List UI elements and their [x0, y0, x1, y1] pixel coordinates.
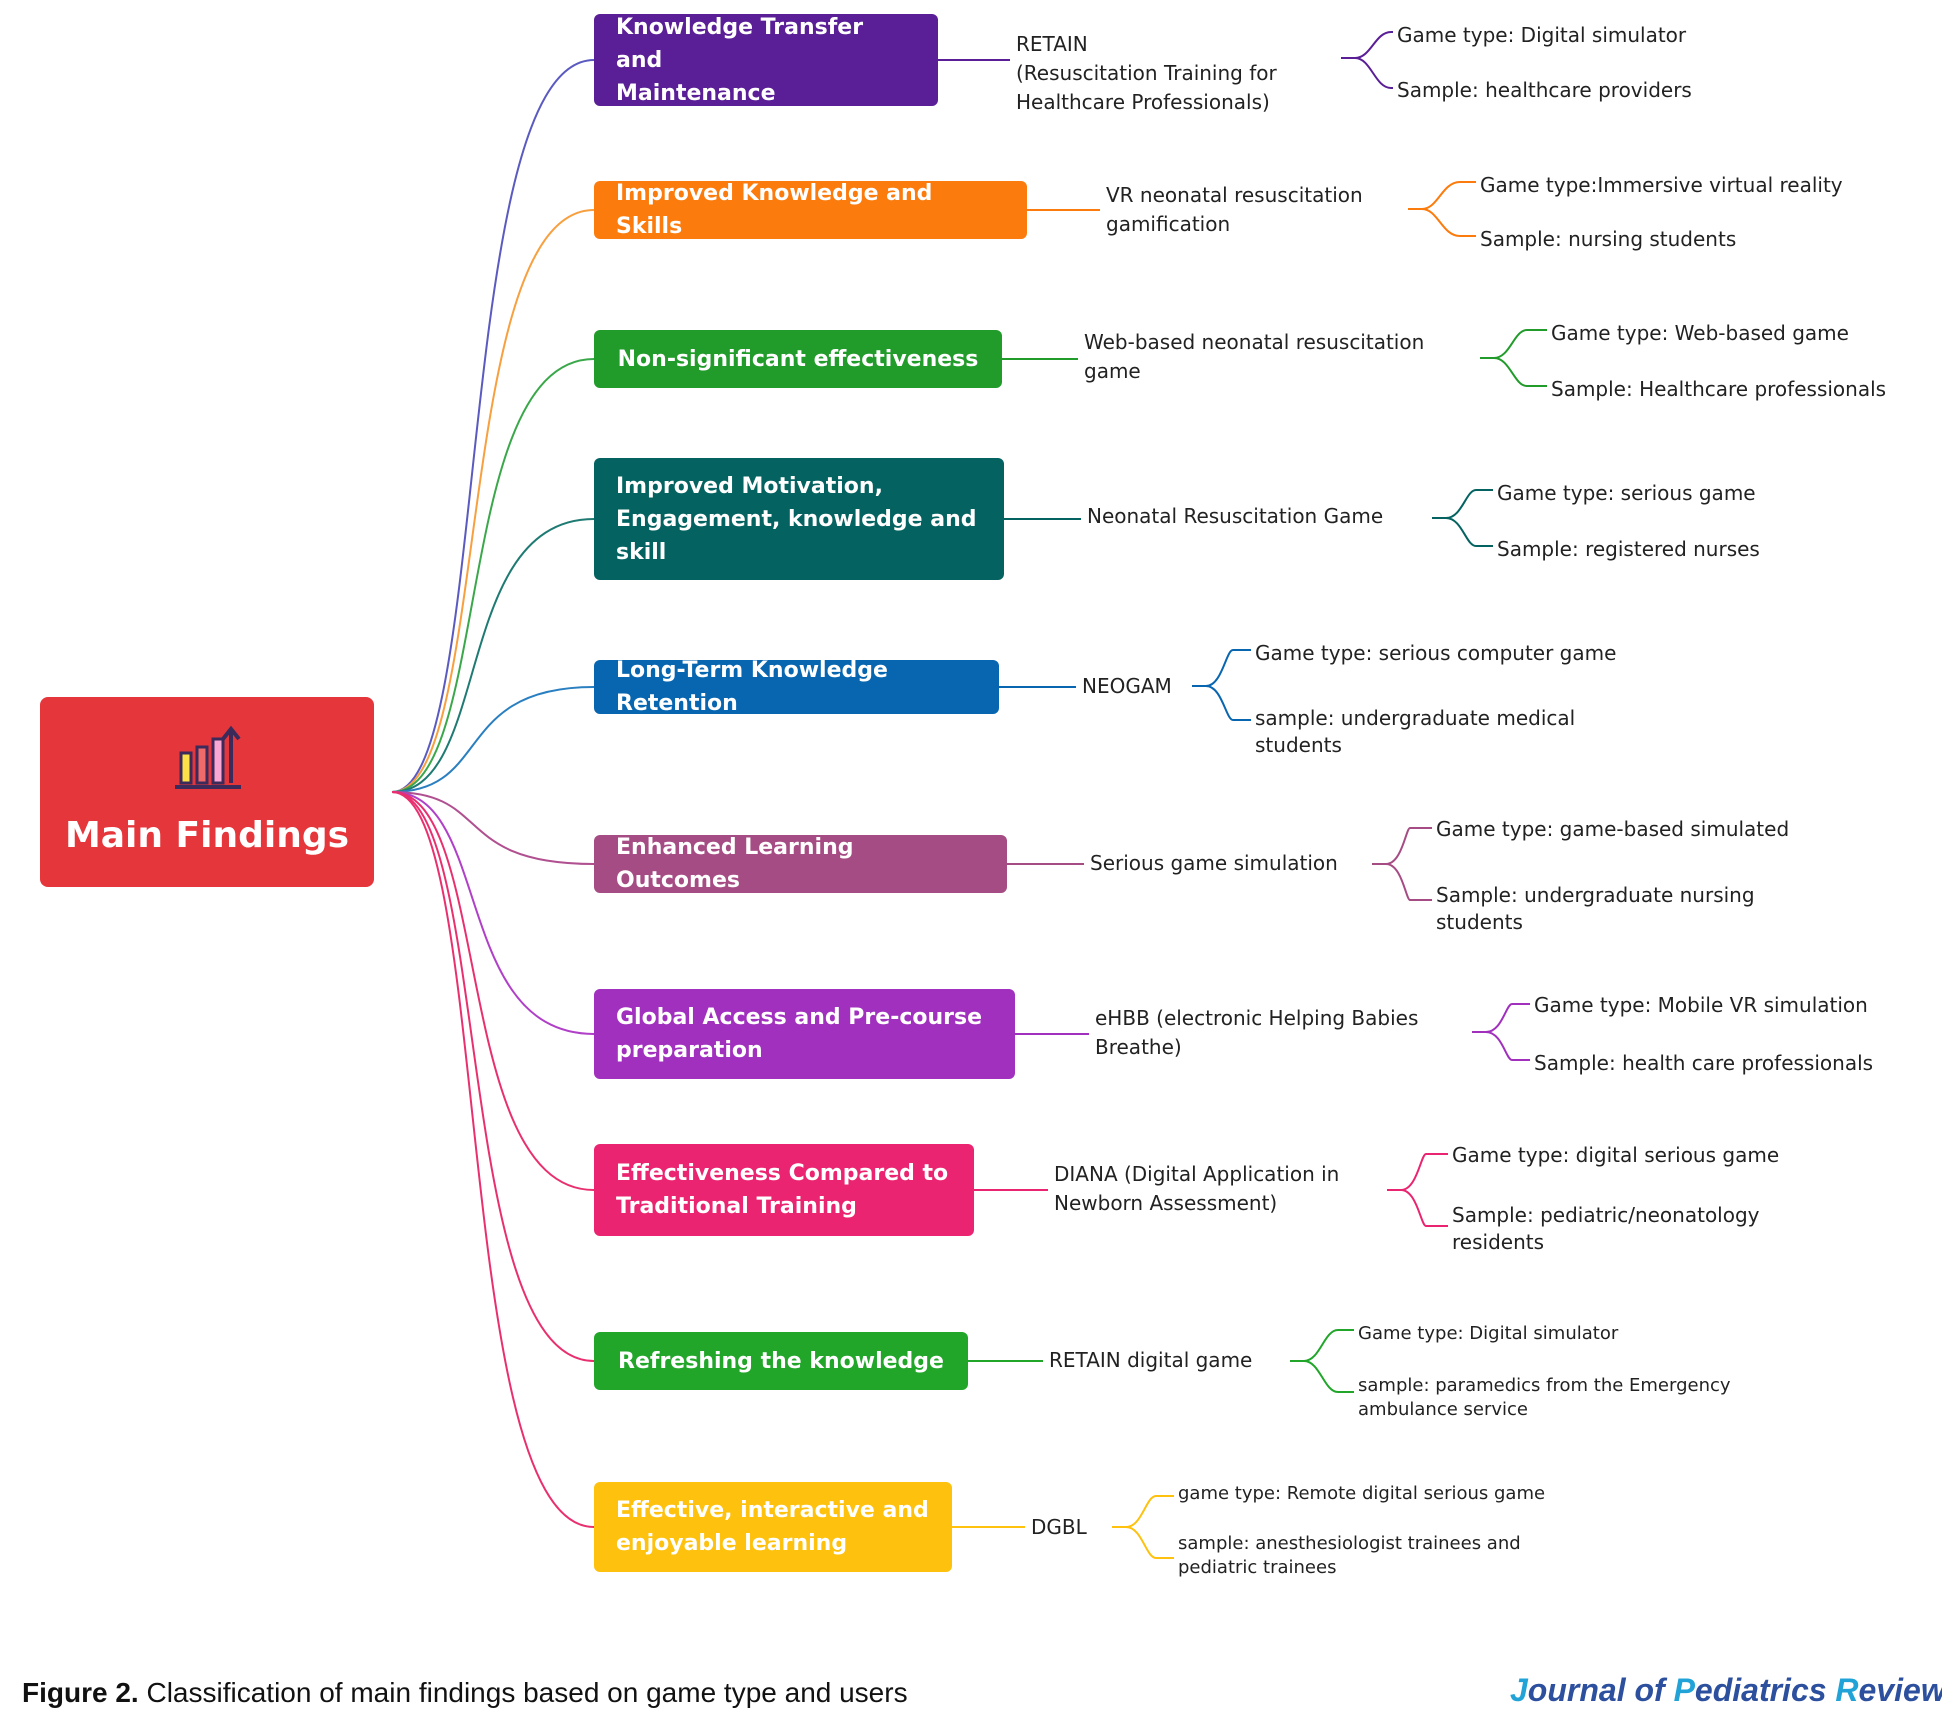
journal-word-2: ediatrics: [1694, 1672, 1836, 1708]
sample-8: Sample: pediatric/neonatology residents: [1452, 1203, 1760, 1254]
journal-logo: Journal of Pediatrics Review: [1510, 1672, 1942, 1709]
finding-label: Improved Motivation, Engagement, knowled…: [616, 473, 977, 565]
finding-label: Effective, interactive and enjoyable lea…: [616, 1498, 929, 1556]
journal-word-1: ournal of: [1527, 1672, 1674, 1708]
finding-box-9: Refreshing the knowledge: [594, 1332, 968, 1390]
journal-letter-r: R: [1835, 1672, 1859, 1708]
finding-box-3: Non-significant effectiveness: [594, 330, 1002, 388]
game-name-1: RETAIN (Resuscitation Training for Healt…: [1016, 32, 1277, 114]
bar-chart-arrow-icon: [175, 725, 241, 789]
finding-box-10: Effective, interactive and enjoyable lea…: [594, 1482, 952, 1572]
game-type-9: Game type: Digital simulator: [1358, 1323, 1619, 1344]
root-connector-4: [391, 518, 595, 793]
game-name-7: eHBB (electronic Helping Babies Breathe): [1095, 1006, 1419, 1059]
detail-bracket-4: [1432, 489, 1493, 547]
root-connector-9: [391, 791, 595, 1362]
game-type-2: Game type:Immersive virtual reality: [1480, 173, 1843, 197]
finding-box-7: Global Access and Pre-course preparation: [594, 989, 1015, 1079]
finding-label: Global Access and Pre-course preparation: [616, 1005, 983, 1063]
detail-bracket-9: [1290, 1329, 1354, 1393]
game-type-10: game type: Remote digital serious game: [1178, 1483, 1546, 1504]
finding-label: Effectiveness Compared to Traditional Tr…: [616, 1161, 949, 1219]
root-connector-1: [391, 59, 595, 793]
sample-2: Sample: nursing students: [1480, 227, 1737, 251]
root-title: Main Findings: [64, 815, 350, 856]
root-connector-6: [391, 791, 595, 865]
journal-letter-p: P: [1673, 1672, 1695, 1708]
journal-word-3: eview: [1858, 1672, 1942, 1708]
detail-bracket-8: [1387, 1153, 1448, 1227]
finding-box-2: Improved Knowledge and Skills: [594, 181, 1027, 239]
game-name-9: RETAIN digital game: [1049, 1348, 1253, 1372]
detail-bracket-1: [1341, 31, 1393, 89]
detail-bracket-10: [1112, 1495, 1174, 1559]
root-connector-2: [391, 209, 595, 793]
finding-label: Non-significant effectiveness: [617, 346, 979, 372]
main-findings-node: Main Findings: [40, 697, 374, 887]
game-type-6: Game type: game-based simulated: [1436, 817, 1790, 841]
root-connector-7: [391, 791, 595, 1035]
root-connector-3: [391, 358, 595, 793]
finding-label: Refreshing the knowledge: [618, 1348, 944, 1374]
finding-label: Long-Term Knowledge Retention: [616, 658, 888, 716]
game-type-8: Game type: digital serious game: [1452, 1143, 1780, 1167]
detail-bracket-6: [1372, 827, 1432, 901]
game-name-4: Neonatal Resuscitation Game: [1087, 504, 1384, 528]
sample-9: sample: paramedics from the Emergency am…: [1358, 1375, 1731, 1420]
game-name-6: Serious game simulation: [1090, 851, 1338, 875]
root-connector-5: [391, 686, 595, 793]
sample-5: sample: undergraduate medical students: [1255, 706, 1576, 757]
game-name-8: DIANA (Digital Application in Newborn As…: [1054, 1162, 1340, 1215]
game-name-3: Web-based neonatal resuscitation game: [1084, 330, 1425, 383]
sample-6: Sample: undergraduate nursing students: [1436, 883, 1755, 934]
detail-bracket-7: [1472, 1003, 1530, 1061]
sample-10: sample: anesthesiologist trainees and pe…: [1178, 1533, 1521, 1578]
game-type-3: Game type: Web-based game: [1551, 321, 1849, 345]
finding-box-4: Improved Motivation, Engagement, knowled…: [594, 458, 1004, 580]
journal-letter-j: J: [1510, 1672, 1528, 1708]
figure-caption: Figure 2. Classification of main finding…: [22, 1677, 908, 1709]
game-name-10: DGBL: [1031, 1515, 1087, 1539]
game-type-4: Game type: serious game: [1497, 481, 1756, 505]
sample-4: Sample: registered nurses: [1497, 537, 1760, 561]
detail-bracket-2: [1408, 181, 1476, 237]
figure-caption-text: Classification of main findings based on…: [138, 1677, 908, 1708]
finding-label: Knowledge Transfer and Maintenance: [616, 14, 864, 106]
game-name-5: NEOGAM: [1082, 674, 1172, 698]
finding-box-1: Knowledge Transfer and Maintenance: [594, 14, 938, 106]
detail-bracket-5: [1192, 649, 1251, 721]
game-type-7: Game type: Mobile VR simulation: [1534, 993, 1868, 1017]
game-type-5: Game type: serious computer game: [1255, 641, 1617, 665]
finding-label: Improved Knowledge and Skills: [616, 181, 933, 239]
sample-3: Sample: Healthcare professionals: [1551, 377, 1887, 401]
finding-box-5: Long-Term Knowledge Retention: [594, 658, 999, 716]
sample-7: Sample: health care professionals: [1534, 1051, 1874, 1075]
finding-label: Enhanced Learning Outcomes: [616, 835, 854, 893]
root-connector-10: [391, 791, 595, 1528]
root-connector-8: [391, 791, 595, 1191]
finding-box-8: Effectiveness Compared to Traditional Tr…: [594, 1144, 974, 1236]
detail-bracket-3: [1480, 329, 1547, 387]
game-type-1: Game type: Digital simulator: [1397, 23, 1687, 47]
finding-box-6: Enhanced Learning Outcomes: [594, 835, 1007, 893]
sample-1: Sample: healthcare providers: [1397, 78, 1692, 102]
game-name-2: VR neonatal resuscitation gamification: [1106, 183, 1363, 236]
figure-label: Figure 2.: [22, 1677, 139, 1708]
